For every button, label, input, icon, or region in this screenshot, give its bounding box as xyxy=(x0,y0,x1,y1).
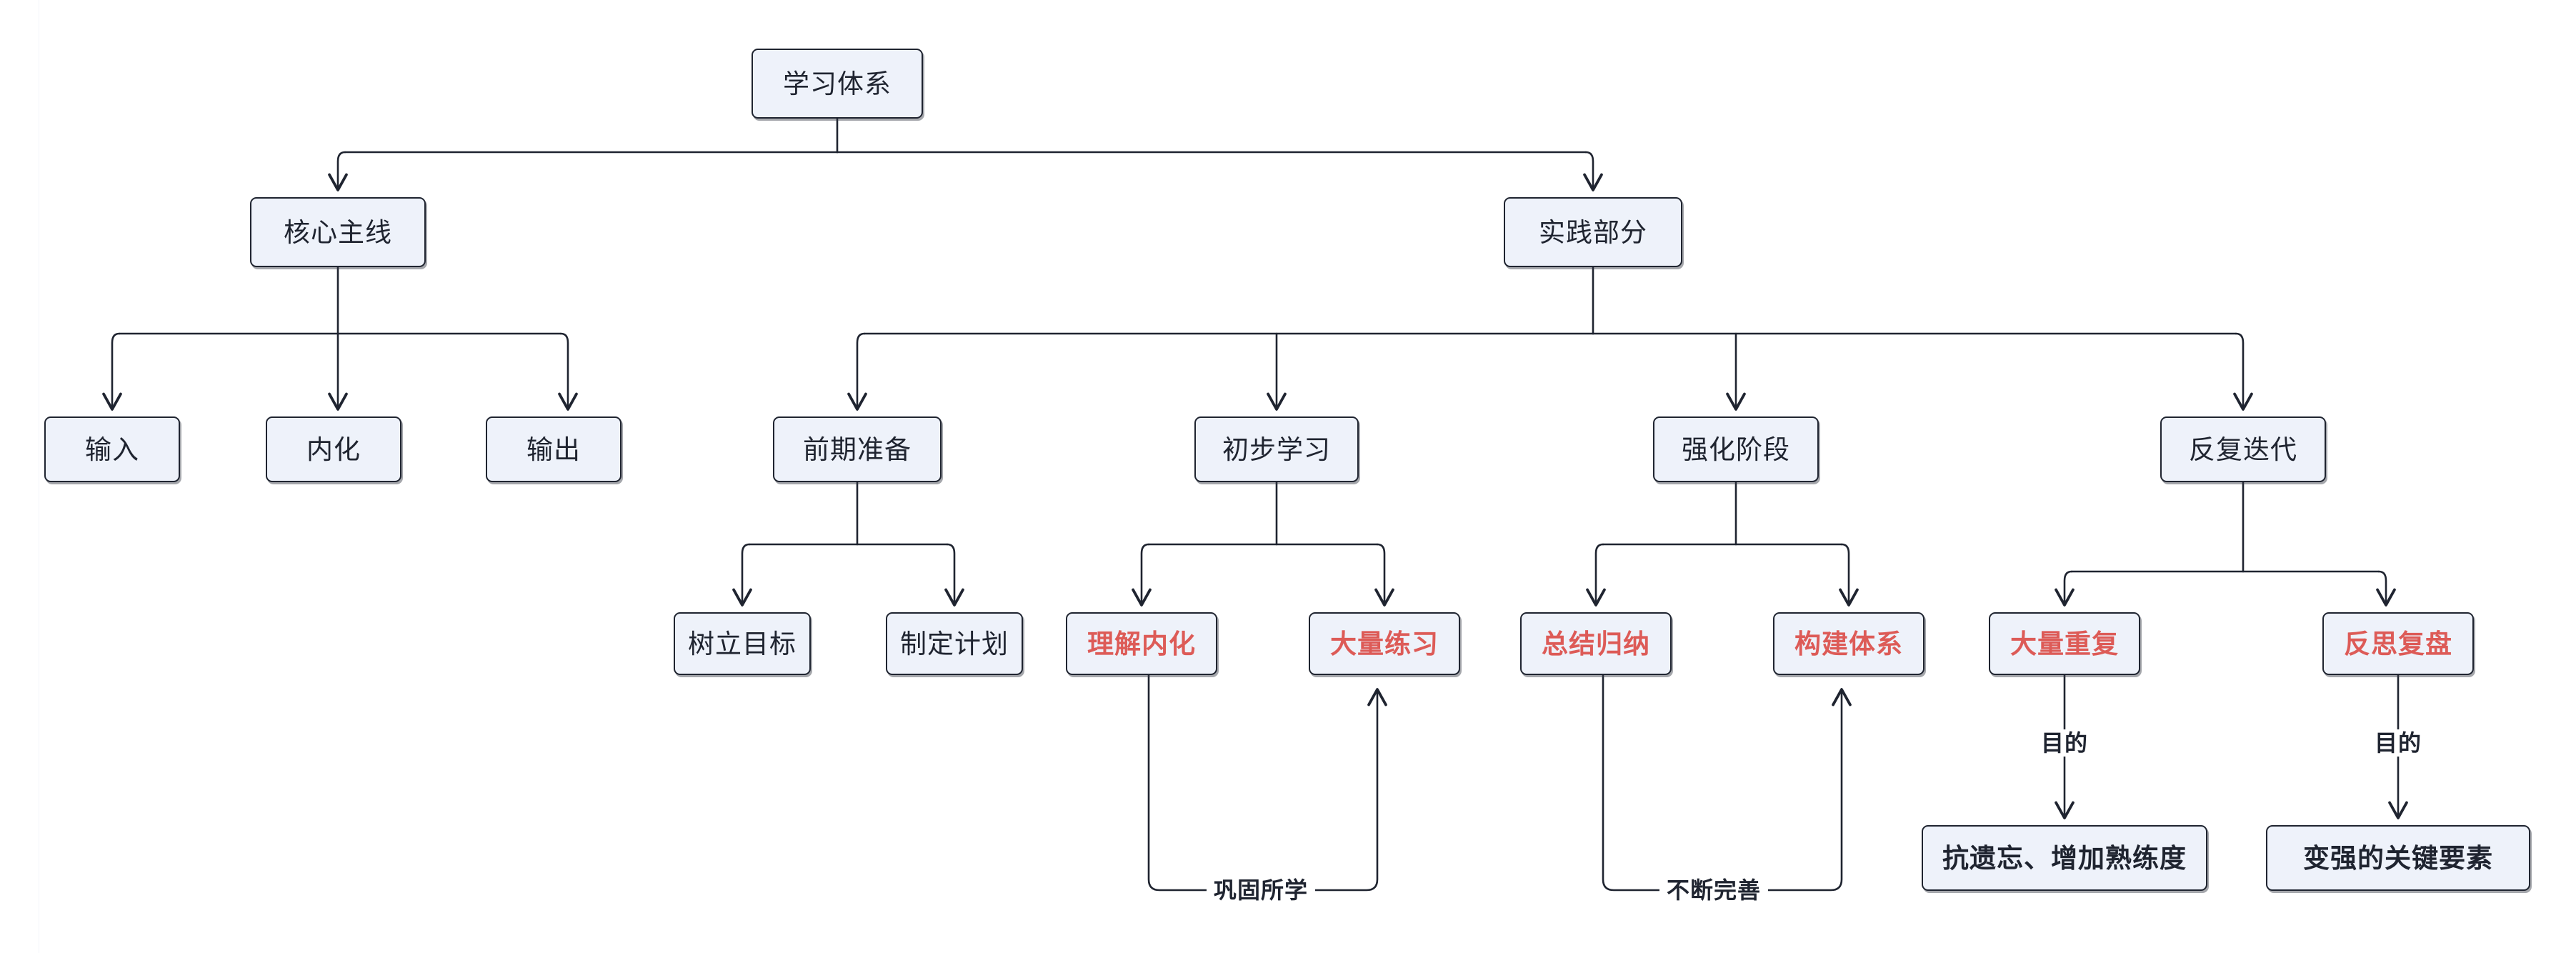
node-key-factor[interactable]: 变强的关键要素 xyxy=(2266,825,2530,891)
node-massive-practice[interactable]: 大量练习 xyxy=(1309,612,1460,675)
node-preparation[interactable]: 前期准备 xyxy=(773,416,942,482)
edge-root-core-drop xyxy=(328,151,348,191)
edge-prep-goal xyxy=(732,543,752,607)
edge-loop-improve xyxy=(1602,674,1852,892)
node-understand-internalize[interactable]: 理解内化 xyxy=(1066,612,1217,675)
node-massive-repetition[interactable]: 大量重复 xyxy=(1989,612,2140,675)
edge-label-purpose-right: 目的 xyxy=(2367,729,2430,757)
node-internalize[interactable]: 内化 xyxy=(266,416,401,482)
node-root[interactable]: 学习体系 xyxy=(752,49,923,119)
edge-root-practice-drop xyxy=(1583,151,1603,191)
node-core-main-line[interactable]: 核心主线 xyxy=(250,197,426,267)
node-summarize[interactable]: 总结归纳 xyxy=(1520,612,1672,675)
edge-iterate-reflect xyxy=(2376,570,2396,607)
node-practice-section[interactable]: 实践部分 xyxy=(1504,197,1682,267)
edge-firstlearn-understand xyxy=(1132,543,1152,607)
node-input[interactable]: 输入 xyxy=(44,416,180,482)
edge-label-improve: 不断完善 xyxy=(1659,877,1769,904)
edge-core-input xyxy=(102,332,122,411)
node-initial-learning[interactable]: 初步学习 xyxy=(1194,416,1359,482)
node-repeated-iteration[interactable]: 反复迭代 xyxy=(2160,416,2326,482)
edge-practice-iterate xyxy=(2233,332,2253,411)
edge-iterate-repeat xyxy=(2055,570,2075,607)
node-output[interactable]: 输出 xyxy=(486,416,621,482)
node-set-goals[interactable]: 树立目标 xyxy=(674,612,811,675)
edge-label-purpose-left: 目的 xyxy=(2033,729,2096,757)
edge-firstlearn-practice2 xyxy=(1374,543,1394,607)
edge-core-output xyxy=(558,332,578,411)
edge-prep-plan xyxy=(944,543,964,607)
edge-reinforce-summarize xyxy=(1586,543,1606,607)
node-make-plan[interactable]: 制定计划 xyxy=(886,612,1023,675)
node-reinforcement-stage[interactable]: 强化阶段 xyxy=(1653,416,1819,482)
edge-loop-consolidate xyxy=(1147,674,1387,892)
node-build-system[interactable]: 构建体系 xyxy=(1773,612,1924,675)
node-anti-forgetting[interactable]: 抗遗忘、增加熟练度 xyxy=(1922,825,2207,891)
edge-practice-prep xyxy=(847,332,867,411)
edge-reinforce-build xyxy=(1839,543,1859,607)
edge-label-consolidate: 巩固所学 xyxy=(1206,877,1316,904)
node-reflect-review[interactable]: 反思复盘 xyxy=(2322,612,2474,675)
